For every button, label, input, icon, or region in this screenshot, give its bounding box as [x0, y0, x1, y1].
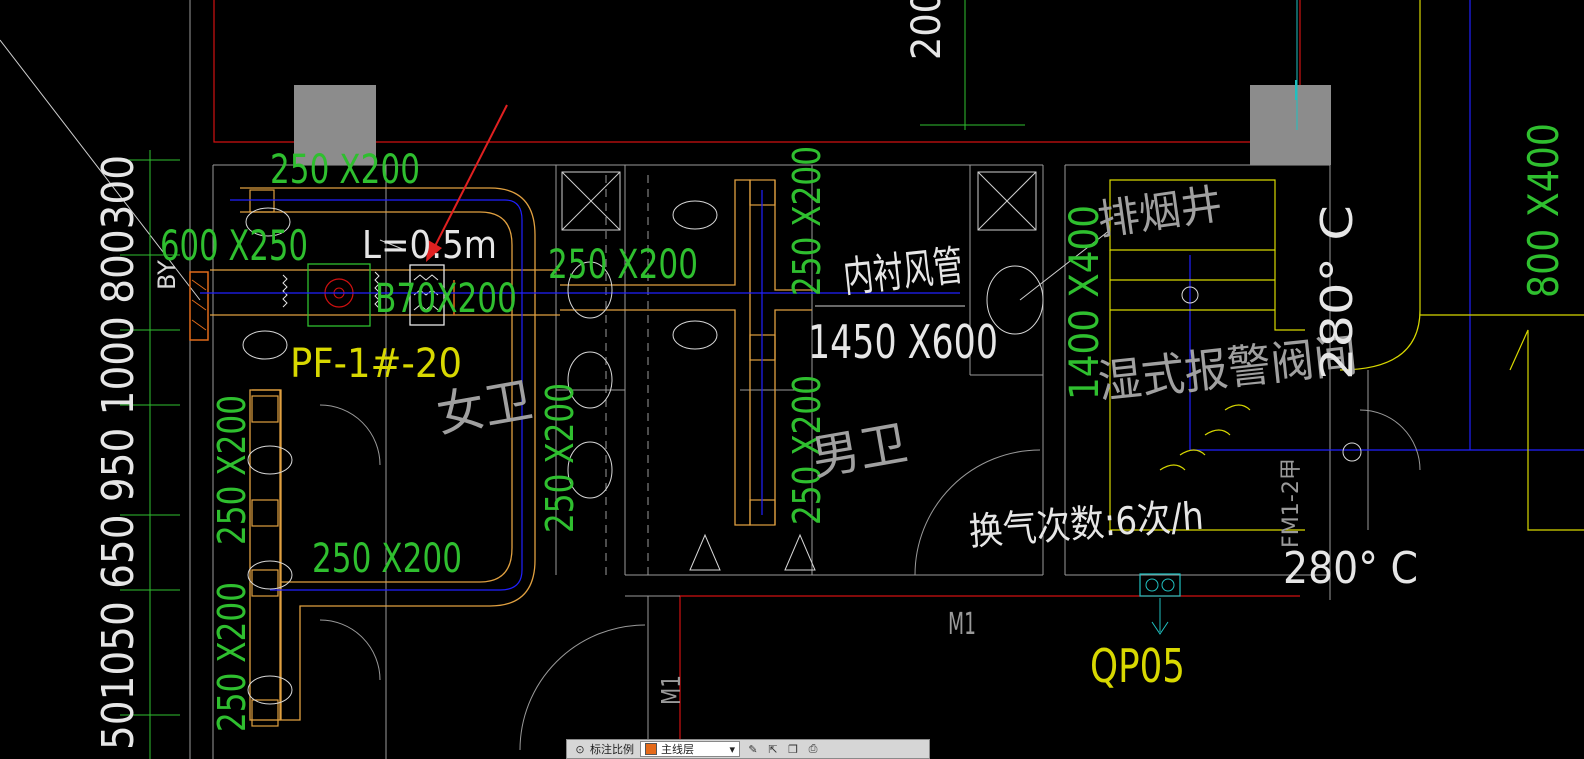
smoke-shaft: [1109, 0, 1584, 531]
temp-high-label: 280° C: [1312, 205, 1363, 380]
white-leaders: [379, 229, 1111, 307]
duct-label-left: 600 X250: [160, 221, 308, 270]
column-right: [1250, 85, 1331, 165]
annotation-scale-label: 标注比例: [590, 743, 634, 756]
shaft-boxes: [561, 171, 1037, 231]
copy-icon[interactable]: ❐: [788, 742, 798, 756]
red-arrow: [426, 104, 508, 262]
duct-label-right-vert2: 250 X200: [785, 375, 829, 525]
duct-label-top-left: 250 X200: [270, 147, 420, 193]
annotation-scale-group[interactable]: ⊙ 标注比例: [573, 741, 634, 757]
door-swings: [319, 404, 1421, 751]
fixtures: [242, 200, 1362, 705]
pointer-icon[interactable]: ⇱: [768, 742, 778, 756]
fan-tag: PF-1#-20: [290, 341, 462, 387]
dimension-lines: [120, 0, 1025, 759]
duct-label-center-vert: 250 X200: [538, 383, 582, 533]
layer-select[interactable]: 主线层 ▾: [640, 741, 740, 757]
valve-tag: B70X200: [375, 276, 517, 322]
blue-pipes: [200, 0, 1584, 591]
duct-label-right-vert1: 250 X200: [785, 146, 829, 296]
temp-low-label: 280° C: [1283, 543, 1418, 594]
column-left: [294, 85, 376, 165]
duct-label-bottom-mid: 250 X200: [312, 536, 462, 582]
print-icon[interactable]: ⎙: [808, 742, 818, 755]
duct-runs: [210, 179, 812, 721]
shaft-duct-label: 1400 X400: [1062, 205, 1108, 400]
qp05-fan-icon: [1139, 573, 1181, 635]
right-duct-label: 800 X400: [1519, 123, 1568, 298]
duct-label-left-low: 250 X200: [210, 582, 254, 732]
exhaust-fan-assembly: [189, 263, 455, 341]
left-tag: BY: [153, 260, 181, 290]
top-dim-label: 200: [904, 0, 950, 60]
cad-status-toolbar: ⊙ 标注比例 主线层 ▾ ✎ ⇱ ❐ ⎙: [566, 739, 930, 759]
walls: [189, 0, 1584, 759]
pen-icon[interactable]: ✎: [748, 742, 758, 756]
duct-label-center: 250 X200: [548, 242, 698, 288]
scale-icon: ⊙: [575, 742, 585, 756]
length-note: L=0.5m: [362, 223, 497, 267]
door-m1-label-a: M1: [948, 607, 976, 642]
layer-value: 主线层: [661, 743, 694, 756]
left-dimension-chain: 501050 650 950 1000 800300: [93, 155, 144, 750]
leader-line: [0, 39, 201, 301]
door-fm-label: FM1-2甲: [1279, 458, 1304, 548]
lined-duct-size: 1450 X600: [808, 315, 998, 369]
layer-color-swatch: [645, 743, 657, 755]
door-m1-label-b: M1: [657, 675, 687, 705]
fan-qp05-label: QP05: [1090, 639, 1185, 693]
chevron-down-icon: ▾: [729, 742, 735, 756]
dashed-lines: [605, 175, 649, 575]
duct-label-left-mid: 250 X200: [210, 395, 254, 545]
